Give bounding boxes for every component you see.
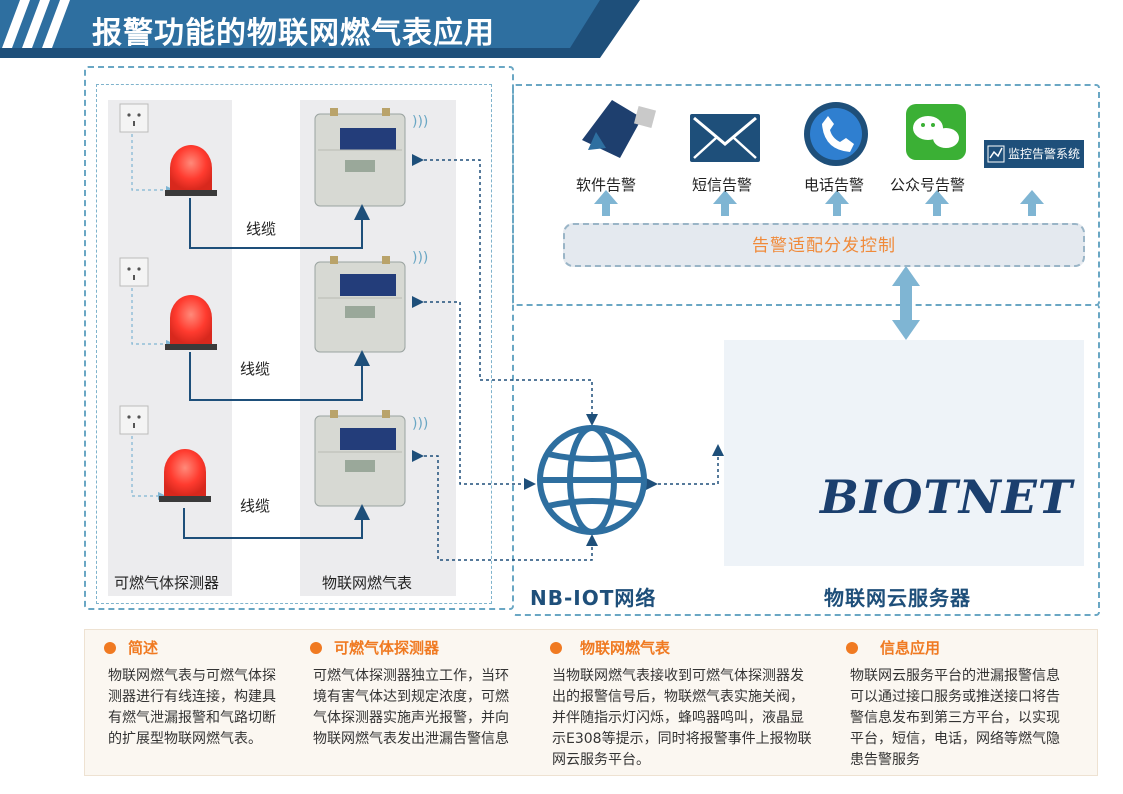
wifi-signal-icon: ))): [412, 114, 428, 130]
gas-meter: [314, 256, 406, 353]
info-body-meter: 当物联网燃气表接收到可燃气体探测器发出的报警信号后，物联燃气表实施关阀，并伴随指…: [552, 668, 812, 768]
bullet-dot: [846, 642, 858, 654]
info-panel: [84, 629, 1098, 776]
globe-icon: [537, 425, 647, 535]
monitor-chart-icon: [984, 140, 1084, 168]
cable-label: 线缆: [240, 497, 271, 515]
software-alert-icon: [582, 100, 657, 158]
alarm-light: [165, 145, 217, 196]
network-label: NB-IOT网络: [530, 586, 657, 610]
cable-label: 线缆: [246, 220, 277, 238]
info-title-meter: 物联网燃气表: [580, 639, 671, 657]
meter-network-links: [412, 154, 724, 561]
power-socket: [119, 405, 149, 435]
meter-column-label: 物联网燃气表: [322, 574, 413, 592]
alarm-light: [165, 295, 217, 350]
detector-column-label: 可燃气体探测器: [114, 574, 220, 592]
phone-icon: [804, 102, 868, 166]
info-body-application: 物联网云服务平台的泄漏报警信息可以通过接口服务或推送接口将告警信息发布到第三方平…: [850, 668, 1060, 768]
info-title-detector: 可燃气体探测器: [334, 639, 440, 657]
cable-label: 线缆: [240, 360, 271, 378]
app-label-software: 软件告警: [576, 176, 637, 194]
brand-logo-text: BIOTNET: [820, 470, 1074, 524]
server-frame: [512, 304, 1100, 616]
device-row-1: ))): [119, 103, 428, 249]
gas-meter: [314, 410, 406, 507]
page-title: 报警功能的物联网燃气表应用: [92, 16, 495, 51]
power-socket: [119, 257, 149, 287]
info-body-overview: 物联网燃气表与可燃气体探测器进行有线连接，构建具有燃气泄漏报警和气路切断的扩展型…: [108, 668, 276, 747]
bullet-dot: [310, 642, 322, 654]
wifi-signal-icon: ))): [412, 250, 428, 266]
bullet-dot: [550, 642, 562, 654]
sms-envelope-icon: [690, 114, 760, 162]
double-arrow: [892, 266, 920, 340]
wechat-icon: [906, 104, 966, 160]
device-row-2: ))): [119, 250, 428, 401]
dispatch-control-label: 告警适配分发控制: [752, 236, 896, 256]
title-banner: [0, 0, 640, 58]
up-arrows: [594, 190, 1044, 216]
app-label-monitor: 监控告警系统: [1008, 147, 1081, 161]
wifi-signal-icon: ))): [412, 416, 428, 432]
device-row-3: ))): [119, 405, 428, 539]
power-socket: [119, 103, 149, 133]
app-label-sms: 短信告警: [692, 176, 753, 194]
server-label: 物联网云服务器: [824, 586, 971, 610]
dispatch-control-bar: [563, 223, 1085, 267]
bullet-dot: [104, 642, 116, 654]
gas-meter: [314, 108, 406, 207]
app-label-phone: 电话告警: [804, 176, 865, 194]
info-body-detector: 可燃气体探测器独立工作，当环境有害气体达到规定浓度，可燃气体探测器实施声光报警，…: [313, 668, 509, 747]
cloud-server-panel: [724, 340, 1084, 566]
app-label-wechat: 公众号告警: [890, 176, 966, 194]
alarm-light: [159, 449, 211, 502]
info-title-application: 信息应用: [880, 639, 941, 657]
info-title-overview: 简述: [128, 639, 159, 657]
